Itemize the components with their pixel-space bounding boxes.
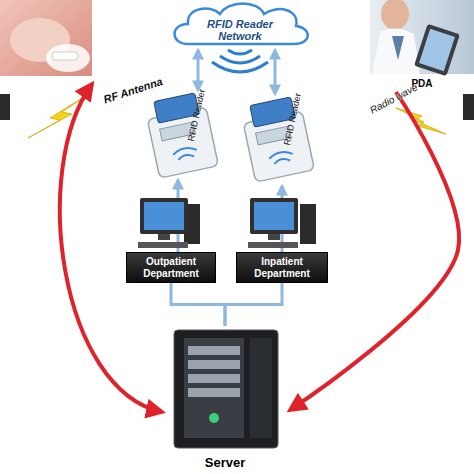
- data-link: [274, 50, 277, 94]
- dept-text: Inpatient Department: [242, 256, 322, 280]
- server-outline: [160, 326, 290, 474]
- rfid-reader: RFID Reader: [140, 90, 230, 180]
- department-box: Outpatient Department: [126, 252, 216, 283]
- dept-text: Outpatient Department: [131, 256, 211, 280]
- data-link: [225, 283, 282, 326]
- cloud-text: RFID Reader Network: [192, 18, 288, 42]
- data-link: [171, 283, 225, 326]
- part-label: RF Antenna: [102, 75, 164, 105]
- baby-photo: [0, 0, 92, 76]
- department-box: Inpatient Department: [236, 252, 328, 283]
- signal-label: Radio wave: [368, 81, 419, 115]
- computer-icon: [138, 198, 200, 248]
- data-link: [197, 50, 200, 90]
- computer-icon: [248, 198, 316, 248]
- feedback-arrow: [290, 92, 459, 410]
- wireless-waves: [212, 50, 268, 72]
- network-cloud: RFID Reader Network: [166, 0, 314, 50]
- cut-off-box: [463, 94, 474, 120]
- cut-off-box: [0, 94, 10, 120]
- doctor-photo: [370, 0, 474, 76]
- server-node: Server: [160, 326, 290, 474]
- server-text: Server: [160, 455, 290, 470]
- reader-outline: [140, 90, 230, 180]
- rfid-reader: RFID Reader: [236, 94, 328, 186]
